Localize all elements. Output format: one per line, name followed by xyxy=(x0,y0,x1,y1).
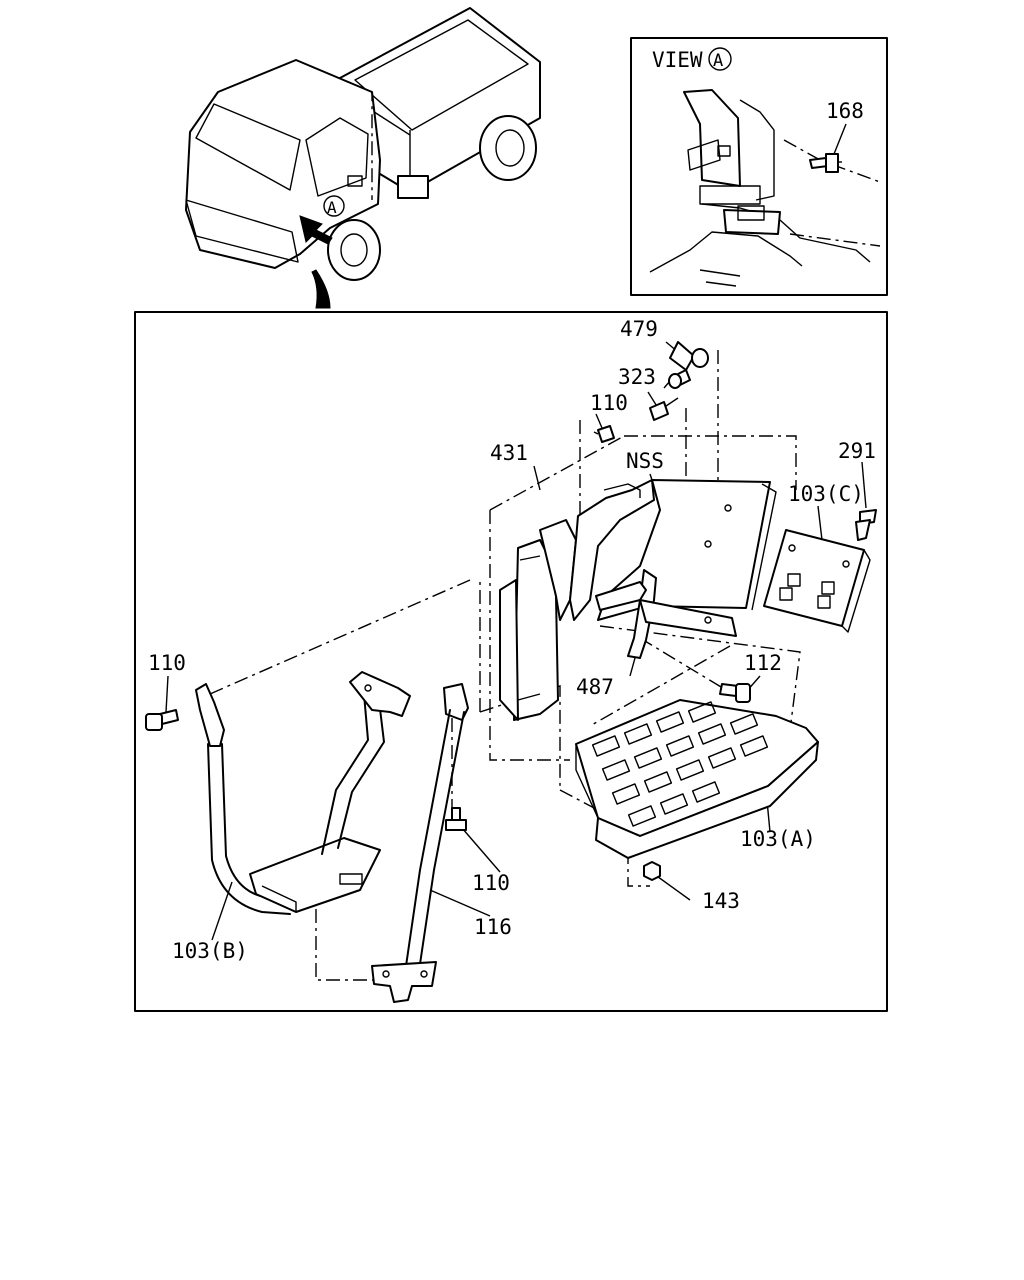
main-parts-box: 479 323 110 431 NSS 291 103(C) 110 112 4… xyxy=(134,311,888,1012)
view-label: VIEW xyxy=(652,48,703,72)
callout-103a: 103(A) xyxy=(740,827,816,851)
callout-323: 323 xyxy=(618,365,656,389)
part-116-stay xyxy=(371,683,469,1003)
callout-479: 479 xyxy=(620,317,658,341)
callout-168: 168 xyxy=(826,99,864,123)
callout-431: 431 xyxy=(490,441,528,465)
view-letter: A xyxy=(713,51,723,71)
callout-110-top: 110 xyxy=(590,391,628,415)
step-tread-holes xyxy=(591,701,769,827)
bolt-112 xyxy=(719,683,751,703)
part-103c-bracket xyxy=(763,509,877,633)
callout-103c: 103(C) xyxy=(788,482,864,506)
part-103a-step xyxy=(575,699,819,881)
callout-112: 112 xyxy=(744,651,782,675)
callout-110-left: 110 xyxy=(148,651,186,675)
inset-view-a: VIEW A 168 xyxy=(630,37,888,296)
callout-143: 143 xyxy=(702,889,740,913)
part-487-strap xyxy=(595,569,737,659)
part-431-mudguard xyxy=(499,479,655,721)
truck-overview: A xyxy=(185,7,541,309)
callout-103b: 103(B) xyxy=(172,939,248,963)
part-103b-step-hanger xyxy=(145,671,411,915)
callout-487: 487 xyxy=(576,675,614,699)
callout-116: 116 xyxy=(474,915,512,939)
truck-marker-letter: A xyxy=(327,198,337,217)
callout-nss: NSS xyxy=(626,449,664,473)
top-fasteners xyxy=(593,341,709,443)
callout-291: 291 xyxy=(838,439,876,463)
callout-110-mid: 110 xyxy=(472,871,510,895)
